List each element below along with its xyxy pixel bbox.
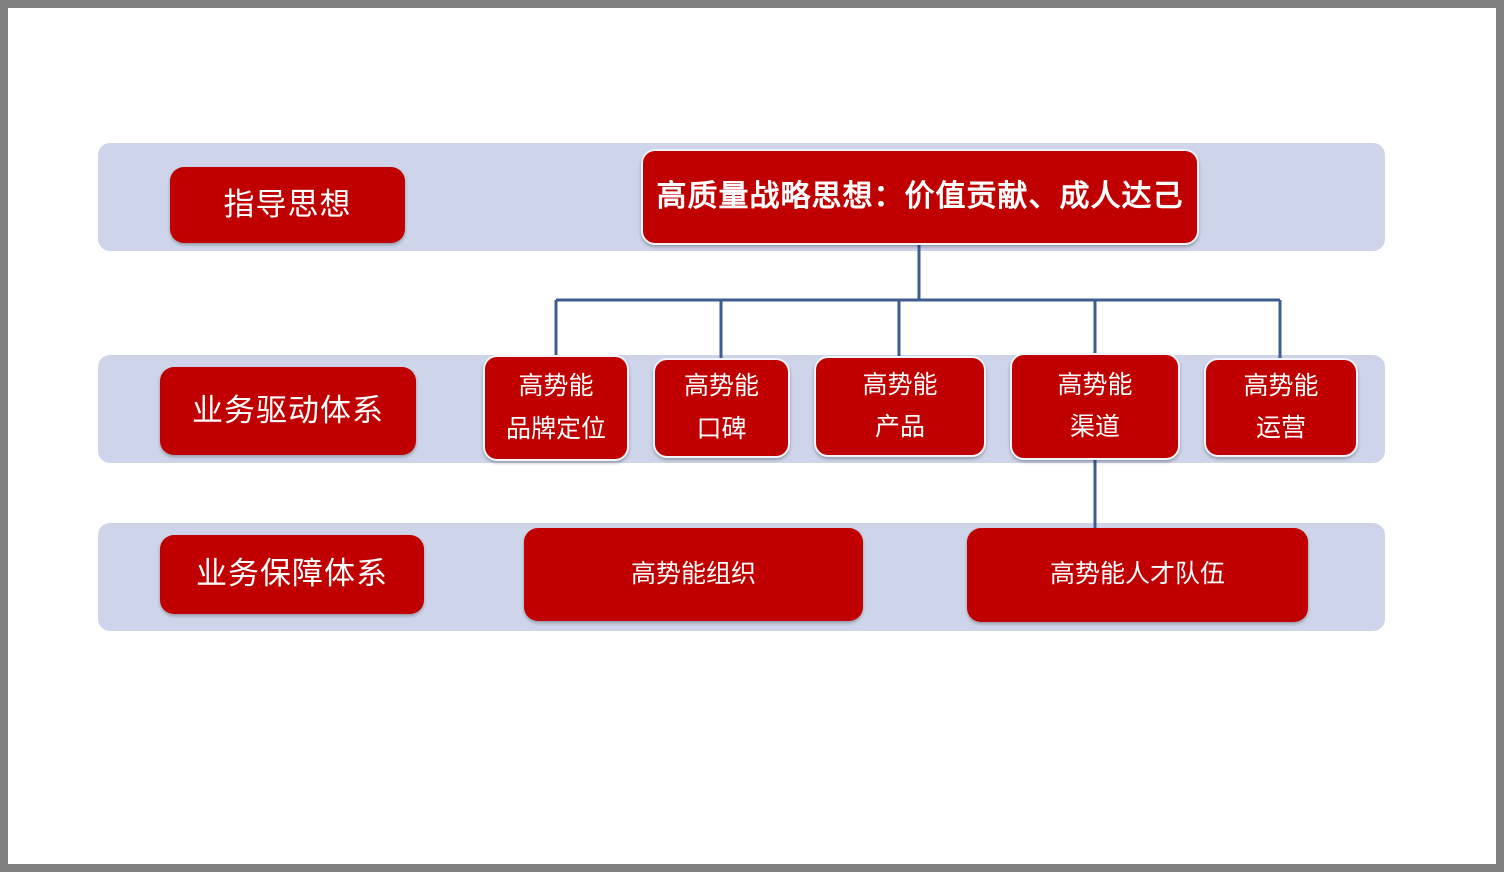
- node-line2: 运营: [1255, 414, 1306, 442]
- node-high-potential-channel[interactable]: 高势能 渠道: [1010, 353, 1180, 460]
- node-text: 高势能人才队伍: [1049, 560, 1225, 589]
- node-strategy-statement[interactable]: 高质量战略思想：价值贡献、成人达己: [641, 149, 1199, 245]
- node-line1: 高势能: [518, 372, 594, 400]
- node-high-potential-reputation[interactable]: 高势能 口碑: [653, 358, 790, 458]
- node-high-potential-brand-positioning[interactable]: 高势能 品牌定位: [483, 355, 629, 461]
- node-line2: 渠道: [1069, 413, 1120, 441]
- row-label-business-driver-system[interactable]: 业务驱动体系: [160, 367, 416, 455]
- node-line1: 高势能: [683, 372, 759, 400]
- node-high-potential-product[interactable]: 高势能 产品: [814, 356, 986, 457]
- node-line1: 高势能: [1057, 370, 1133, 399]
- row-label-text: 业务保障体系: [196, 556, 388, 592]
- node-line2: 产品: [874, 413, 925, 441]
- node-high-potential-operations[interactable]: 高势能 运营: [1204, 358, 1358, 457]
- node-line2: 品牌定位: [505, 414, 606, 443]
- row-label-text: 业务驱动体系: [192, 392, 384, 428]
- node-high-potential-talent-team[interactable]: 高势能人才队伍: [967, 528, 1308, 622]
- row-label-business-support-system[interactable]: 业务保障体系: [160, 535, 424, 614]
- row-label-text: 指导思想: [223, 186, 352, 222]
- slide-canvas: 指导思想 高质量战略思想：价值贡献、成人达己 业务驱动体系 高势能 品牌定位 高…: [8, 8, 1496, 864]
- node-high-potential-organization[interactable]: 高势能组织: [524, 528, 863, 621]
- node-line1: 高势能: [862, 370, 938, 399]
- node-line2: 口碑: [696, 414, 747, 443]
- node-line1: 高势能: [1243, 371, 1319, 400]
- node-strategy-text: 高质量战略思想：价值贡献、成人达己: [656, 180, 1184, 214]
- node-text: 高势能组织: [630, 559, 756, 588]
- row-label-guiding-thought[interactable]: 指导思想: [170, 167, 405, 243]
